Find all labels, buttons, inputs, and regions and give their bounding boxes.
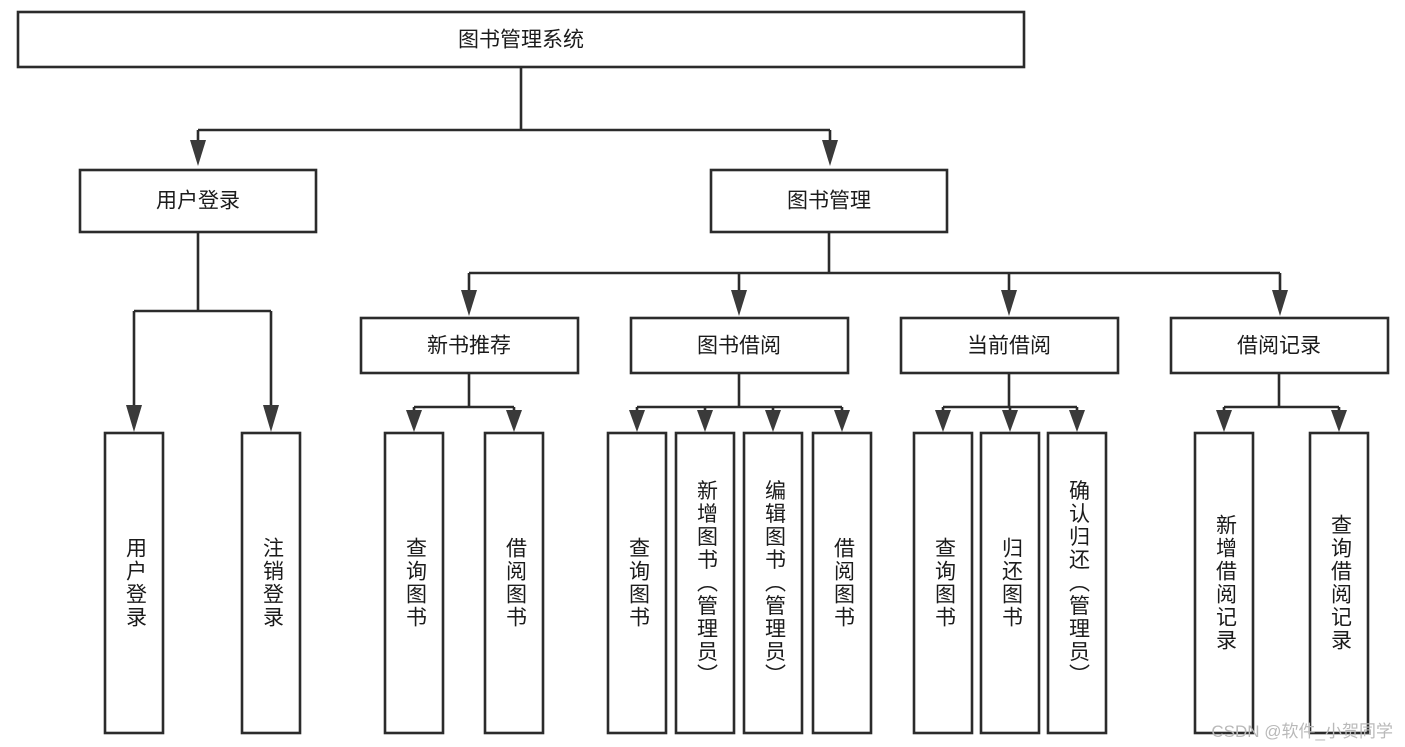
- borrow-record-box: [1169, 316, 1390, 375]
- leaf-add-book-admin[interactable]: 新增图书（管理员）: [674, 431, 736, 735]
- node-current-borrow[interactable]: 当前借阅: [899, 316, 1120, 375]
- arrowhead-currentborrow-leaf3: [1069, 410, 1085, 432]
- arrowhead-currentborrow-leaf1: [935, 410, 951, 432]
- node-new-book-recommend[interactable]: 新书推荐: [359, 316, 580, 375]
- leaf-query-book-nb[interactable]: 查询图书: [383, 431, 445, 735]
- arrowhead-newbook: [461, 290, 477, 316]
- leaf-label: 确认归还（管理员）: [1066, 480, 1090, 687]
- current-borrow-label: 当前借阅: [967, 335, 1051, 358]
- book-borrow-box: [629, 316, 850, 375]
- arrowhead-to-user-login: [190, 140, 206, 166]
- leaf-box: [483, 431, 545, 735]
- leaf-user-login-1[interactable]: 用户登录: [103, 431, 165, 735]
- leaf-label: 编辑图书（管理员）: [762, 480, 786, 687]
- arrowhead-currentborrow-leaf2: [1002, 410, 1018, 432]
- arrowhead-bookborrow-leaf2: [697, 410, 713, 432]
- leaf-query-book-cb[interactable]: 查询图书: [912, 431, 974, 735]
- leaf-query-borrow-record[interactable]: 查询借阅记录: [1308, 431, 1370, 735]
- leaf-label: 新增图书（管理员）: [694, 480, 718, 687]
- leaf-confirm-return-admin[interactable]: 确认归还（管理员）: [1046, 431, 1108, 735]
- leaf-box: [103, 431, 165, 735]
- node-book-borrow[interactable]: 图书借阅: [629, 316, 850, 375]
- new-book-recommend-box: [359, 316, 580, 375]
- leaf-label: 归还图书: [999, 537, 1023, 629]
- root-label: 图书管理系统: [458, 29, 584, 52]
- arrowhead-user-login-leaf2: [263, 405, 279, 432]
- book-management-label: 图书管理: [787, 190, 871, 213]
- arrowhead-newbook-leaf1: [406, 410, 422, 432]
- arrowhead-bookborrow-leaf1: [629, 410, 645, 432]
- arrowhead-bookborrow-leaf4: [834, 410, 850, 432]
- leaf-query-book-bb[interactable]: 查询图书: [606, 431, 668, 735]
- leaf-box: [811, 431, 873, 735]
- leaf-box: [1193, 431, 1255, 735]
- node-borrow-record[interactable]: 借阅记录: [1169, 316, 1390, 375]
- leaf-label: 注销登录: [260, 537, 284, 629]
- leaf-return-book[interactable]: 归还图书: [979, 431, 1041, 735]
- arrowhead-user-login-leaf1: [126, 405, 142, 432]
- new-book-recommend-label: 新书推荐: [427, 335, 511, 358]
- leaf-label: 新增借阅记录: [1213, 514, 1237, 652]
- arrowhead-to-book-manage: [822, 140, 838, 166]
- leaf-label: 借阅图书: [503, 537, 527, 629]
- leaf-label: 查询图书: [932, 537, 956, 629]
- leaf-box: [383, 431, 445, 735]
- leaf-box: [1308, 431, 1370, 735]
- leaf-label: 用户登录: [123, 537, 147, 629]
- leaf-label: 查询图书: [403, 537, 427, 629]
- borrow-record-label: 借阅记录: [1237, 335, 1321, 358]
- current-borrow-box: [899, 316, 1120, 375]
- leaf-user-logout-2[interactable]: 注销登录: [240, 431, 302, 735]
- leaf-box: [742, 431, 804, 735]
- arrowhead-newbook-leaf2: [506, 410, 522, 432]
- node-user-login[interactable]: 用户登录: [78, 168, 318, 234]
- leaf-label: 查询图书: [626, 537, 650, 629]
- leaf-box: [240, 431, 302, 735]
- leaf-edit-book-admin[interactable]: 编辑图书（管理员）: [742, 431, 804, 735]
- book-management-box: [709, 168, 949, 234]
- leaf-label: 查询借阅记录: [1328, 514, 1352, 652]
- book-borrow-label: 图书借阅: [697, 335, 781, 358]
- root-box: [16, 10, 1026, 69]
- node-root-system[interactable]: 图书管理系统: [16, 10, 1026, 69]
- leaf-box: [1046, 431, 1108, 735]
- arrowhead-borrow: [731, 290, 747, 316]
- leaf-add-borrow-record[interactable]: 新增借阅记录: [1193, 431, 1255, 735]
- user-login-label: 用户登录: [156, 190, 240, 213]
- leaf-borrow-book-bb[interactable]: 借阅图书: [811, 431, 873, 735]
- leaf-box: [674, 431, 736, 735]
- leaf-box: [979, 431, 1041, 735]
- arrowhead-record: [1272, 290, 1288, 316]
- leaf-box: [606, 431, 668, 735]
- leaf-box: [912, 431, 974, 735]
- arrowhead-borrowrecord-leaf2: [1331, 410, 1347, 432]
- arrowhead-borrowrecord-leaf1: [1216, 410, 1232, 432]
- arrowhead-current: [1001, 290, 1017, 316]
- arrowhead-bookborrow-leaf3: [765, 410, 781, 432]
- leaf-borrow-book-nb[interactable]: 借阅图书: [483, 431, 545, 735]
- leaf-label: 借阅图书: [831, 537, 855, 629]
- node-book-management[interactable]: 图书管理: [709, 168, 949, 234]
